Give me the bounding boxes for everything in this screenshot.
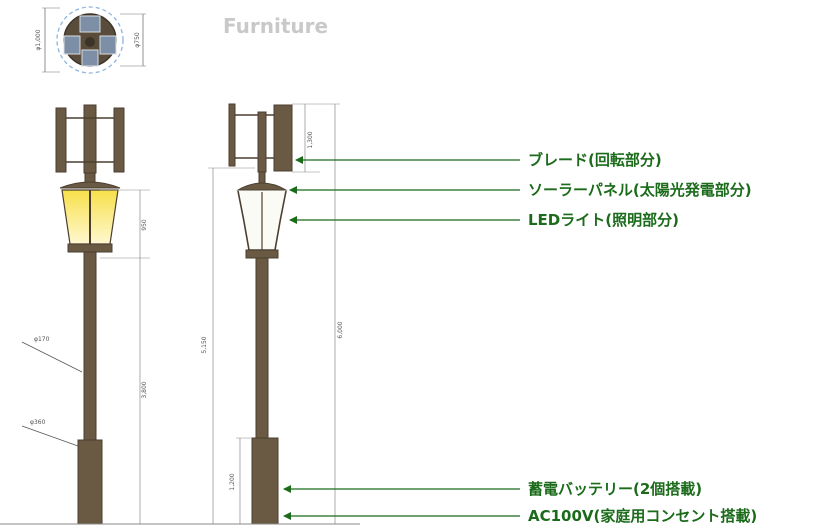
callout-solar-panel: ソーラーパネル(太陽光発電部分): [528, 181, 752, 199]
callout-led-light: LEDライト(照明部分): [528, 211, 679, 229]
dim-total-right: 6,000: [337, 321, 344, 338]
top-view: φ1,000 φ750: [35, 6, 146, 74]
rotor-outline-circle: [56, 6, 124, 74]
solar-cell-right: [99, 35, 117, 55]
blade-left: [55, 107, 67, 173]
dim-pole-height: 3,800: [141, 381, 148, 398]
solar-cell-top: [79, 15, 101, 33]
dim-base-height: 1,200: [229, 473, 236, 490]
diagram-heading: Furniture: [223, 14, 329, 38]
side-pole: [255, 257, 269, 441]
side-lamp-cap: [236, 182, 288, 191]
solar-cell-left: [63, 35, 81, 55]
side-blade-front: [273, 104, 293, 172]
rotor-shaft: [83, 104, 97, 174]
hub: [85, 37, 95, 47]
side-base: [251, 437, 279, 525]
dim-lamp-height: 950: [141, 219, 148, 231]
dia-upper-label: φ170: [34, 336, 50, 343]
dim-blade-height: 1,300: [307, 131, 314, 148]
front-view: 950 3,800 φ170 φ360: [21, 104, 150, 525]
dim-inner-diameter: φ750: [134, 32, 141, 48]
front-pole: [83, 251, 97, 443]
dia-lower-label: φ360: [30, 419, 46, 426]
lamp-cap: [59, 181, 121, 189]
blade-right: [113, 107, 125, 173]
side-view: 1,300 6,000 5,150 1,200: [0, 103, 360, 525]
front-base: [77, 439, 103, 525]
callout-ac-outlet: AC100V(家庭用コンセント搭載): [528, 507, 758, 525]
dim-outer-diameter: φ1,000: [35, 29, 42, 50]
callout-blade: ブレード(回転部分): [528, 151, 662, 169]
side-rotor-shaft: [257, 111, 267, 173]
side-blade-back: [228, 103, 236, 167]
dim-total-left: 5,150: [201, 336, 208, 353]
callout-arrows: [283, 156, 520, 520]
solar-cell-bottom: [81, 49, 99, 67]
callout-battery: 蓄電バッテリー(2個搭載): [528, 480, 703, 498]
